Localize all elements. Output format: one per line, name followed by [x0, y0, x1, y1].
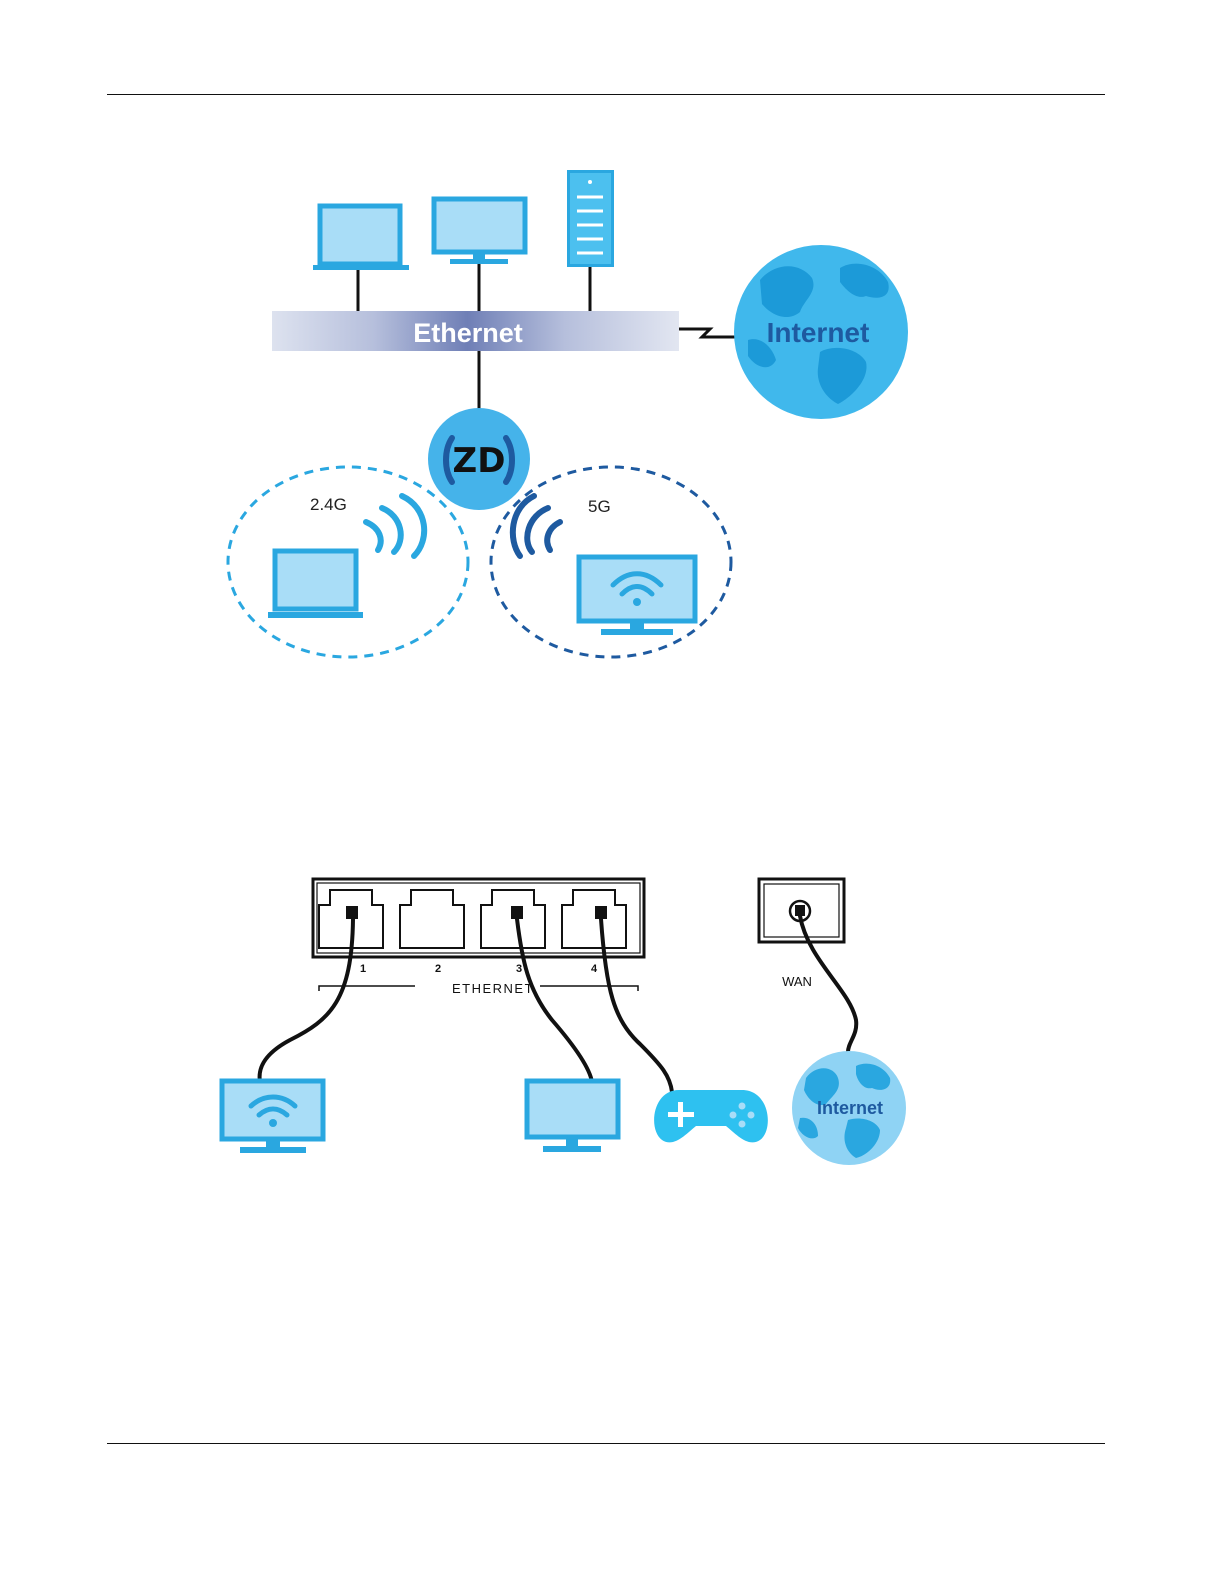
- internet-label: Internet: [817, 1098, 883, 1118]
- port-1-label: 1: [360, 963, 366, 975]
- smart-tv-icon: [222, 1081, 323, 1153]
- port-connection-diagram: 1 2 3 4 ETHERNET WAN: [0, 860, 1224, 1180]
- laptop-icon: [313, 206, 409, 270]
- game-controller-icon: [654, 1090, 768, 1142]
- port-plugs: [346, 906, 607, 919]
- ethernet-bracket-left: [319, 986, 415, 991]
- port-2-label: 2: [435, 963, 441, 975]
- wan-port: [759, 879, 844, 942]
- smart-tv-icon: [579, 557, 695, 635]
- ethernet-ports: [319, 890, 626, 948]
- band-5-label: 5G: [588, 497, 611, 516]
- bottom-rule: [107, 1443, 1105, 1444]
- wifi-signal-5-icon: [513, 496, 560, 556]
- desktop-monitor-icon: [434, 199, 525, 264]
- network-overview-diagram: Ethernet Internet ZD 2.4G 5G: [0, 0, 1224, 700]
- ethernet-group-label: ETHERNET: [452, 981, 534, 996]
- wifi-signal-24-icon: [366, 496, 424, 556]
- server-icon: [567, 170, 614, 267]
- internet-label: Internet: [767, 317, 870, 348]
- port-4-label: 4: [591, 963, 598, 975]
- ethernet-bracket-right: [540, 986, 638, 991]
- wan-label: WAN: [782, 974, 812, 989]
- band-24-label: 2.4G: [310, 495, 347, 514]
- laptop-24-icon: [268, 551, 363, 618]
- ethernet-bar-label: Ethernet: [413, 318, 523, 348]
- desktop-monitor-icon: [527, 1081, 618, 1152]
- zd-label: ZD: [453, 441, 506, 481]
- port-3-label: 3: [516, 963, 522, 975]
